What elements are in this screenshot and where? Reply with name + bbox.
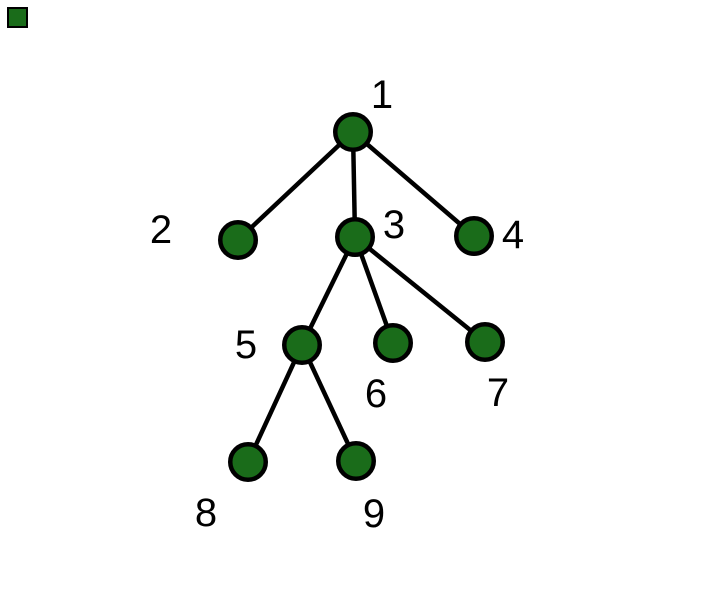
tree-node-7 bbox=[465, 322, 505, 362]
tree-edge-1-2 bbox=[236, 130, 355, 242]
tree-edge-3-7 bbox=[353, 235, 487, 344]
nodes-group bbox=[218, 112, 505, 482]
node-label-3: 3 bbox=[383, 203, 405, 247]
tree-edge-5-9 bbox=[299, 344, 359, 462]
tree-node-1 bbox=[333, 112, 373, 152]
node-label-6: 6 bbox=[365, 372, 387, 416]
labels-group: 1 2 3 4 5 6 7 8 9 bbox=[150, 73, 524, 536]
tree-node-8 bbox=[228, 442, 268, 482]
tree-edge-3-5 bbox=[299, 236, 358, 346]
tree-edge-5-8 bbox=[245, 344, 305, 463]
tree-node-5 bbox=[282, 325, 322, 365]
tree-node-3 bbox=[335, 217, 375, 257]
node-label-2: 2 bbox=[150, 208, 172, 252]
tree-node-4 bbox=[454, 216, 494, 256]
node-label-1: 1 bbox=[371, 73, 393, 117]
node-label-8: 8 bbox=[195, 491, 217, 535]
tree-node-6 bbox=[373, 323, 413, 363]
tree-node-2 bbox=[218, 220, 258, 260]
edges-group bbox=[236, 130, 487, 463]
corner-marker bbox=[7, 7, 28, 28]
tree-edge-1-4 bbox=[351, 130, 476, 238]
node-label-9: 9 bbox=[363, 492, 385, 536]
node-label-4: 4 bbox=[502, 213, 524, 257]
node-label-7: 7 bbox=[487, 371, 509, 415]
tree-node-9 bbox=[336, 441, 376, 481]
node-label-5: 5 bbox=[235, 323, 257, 367]
